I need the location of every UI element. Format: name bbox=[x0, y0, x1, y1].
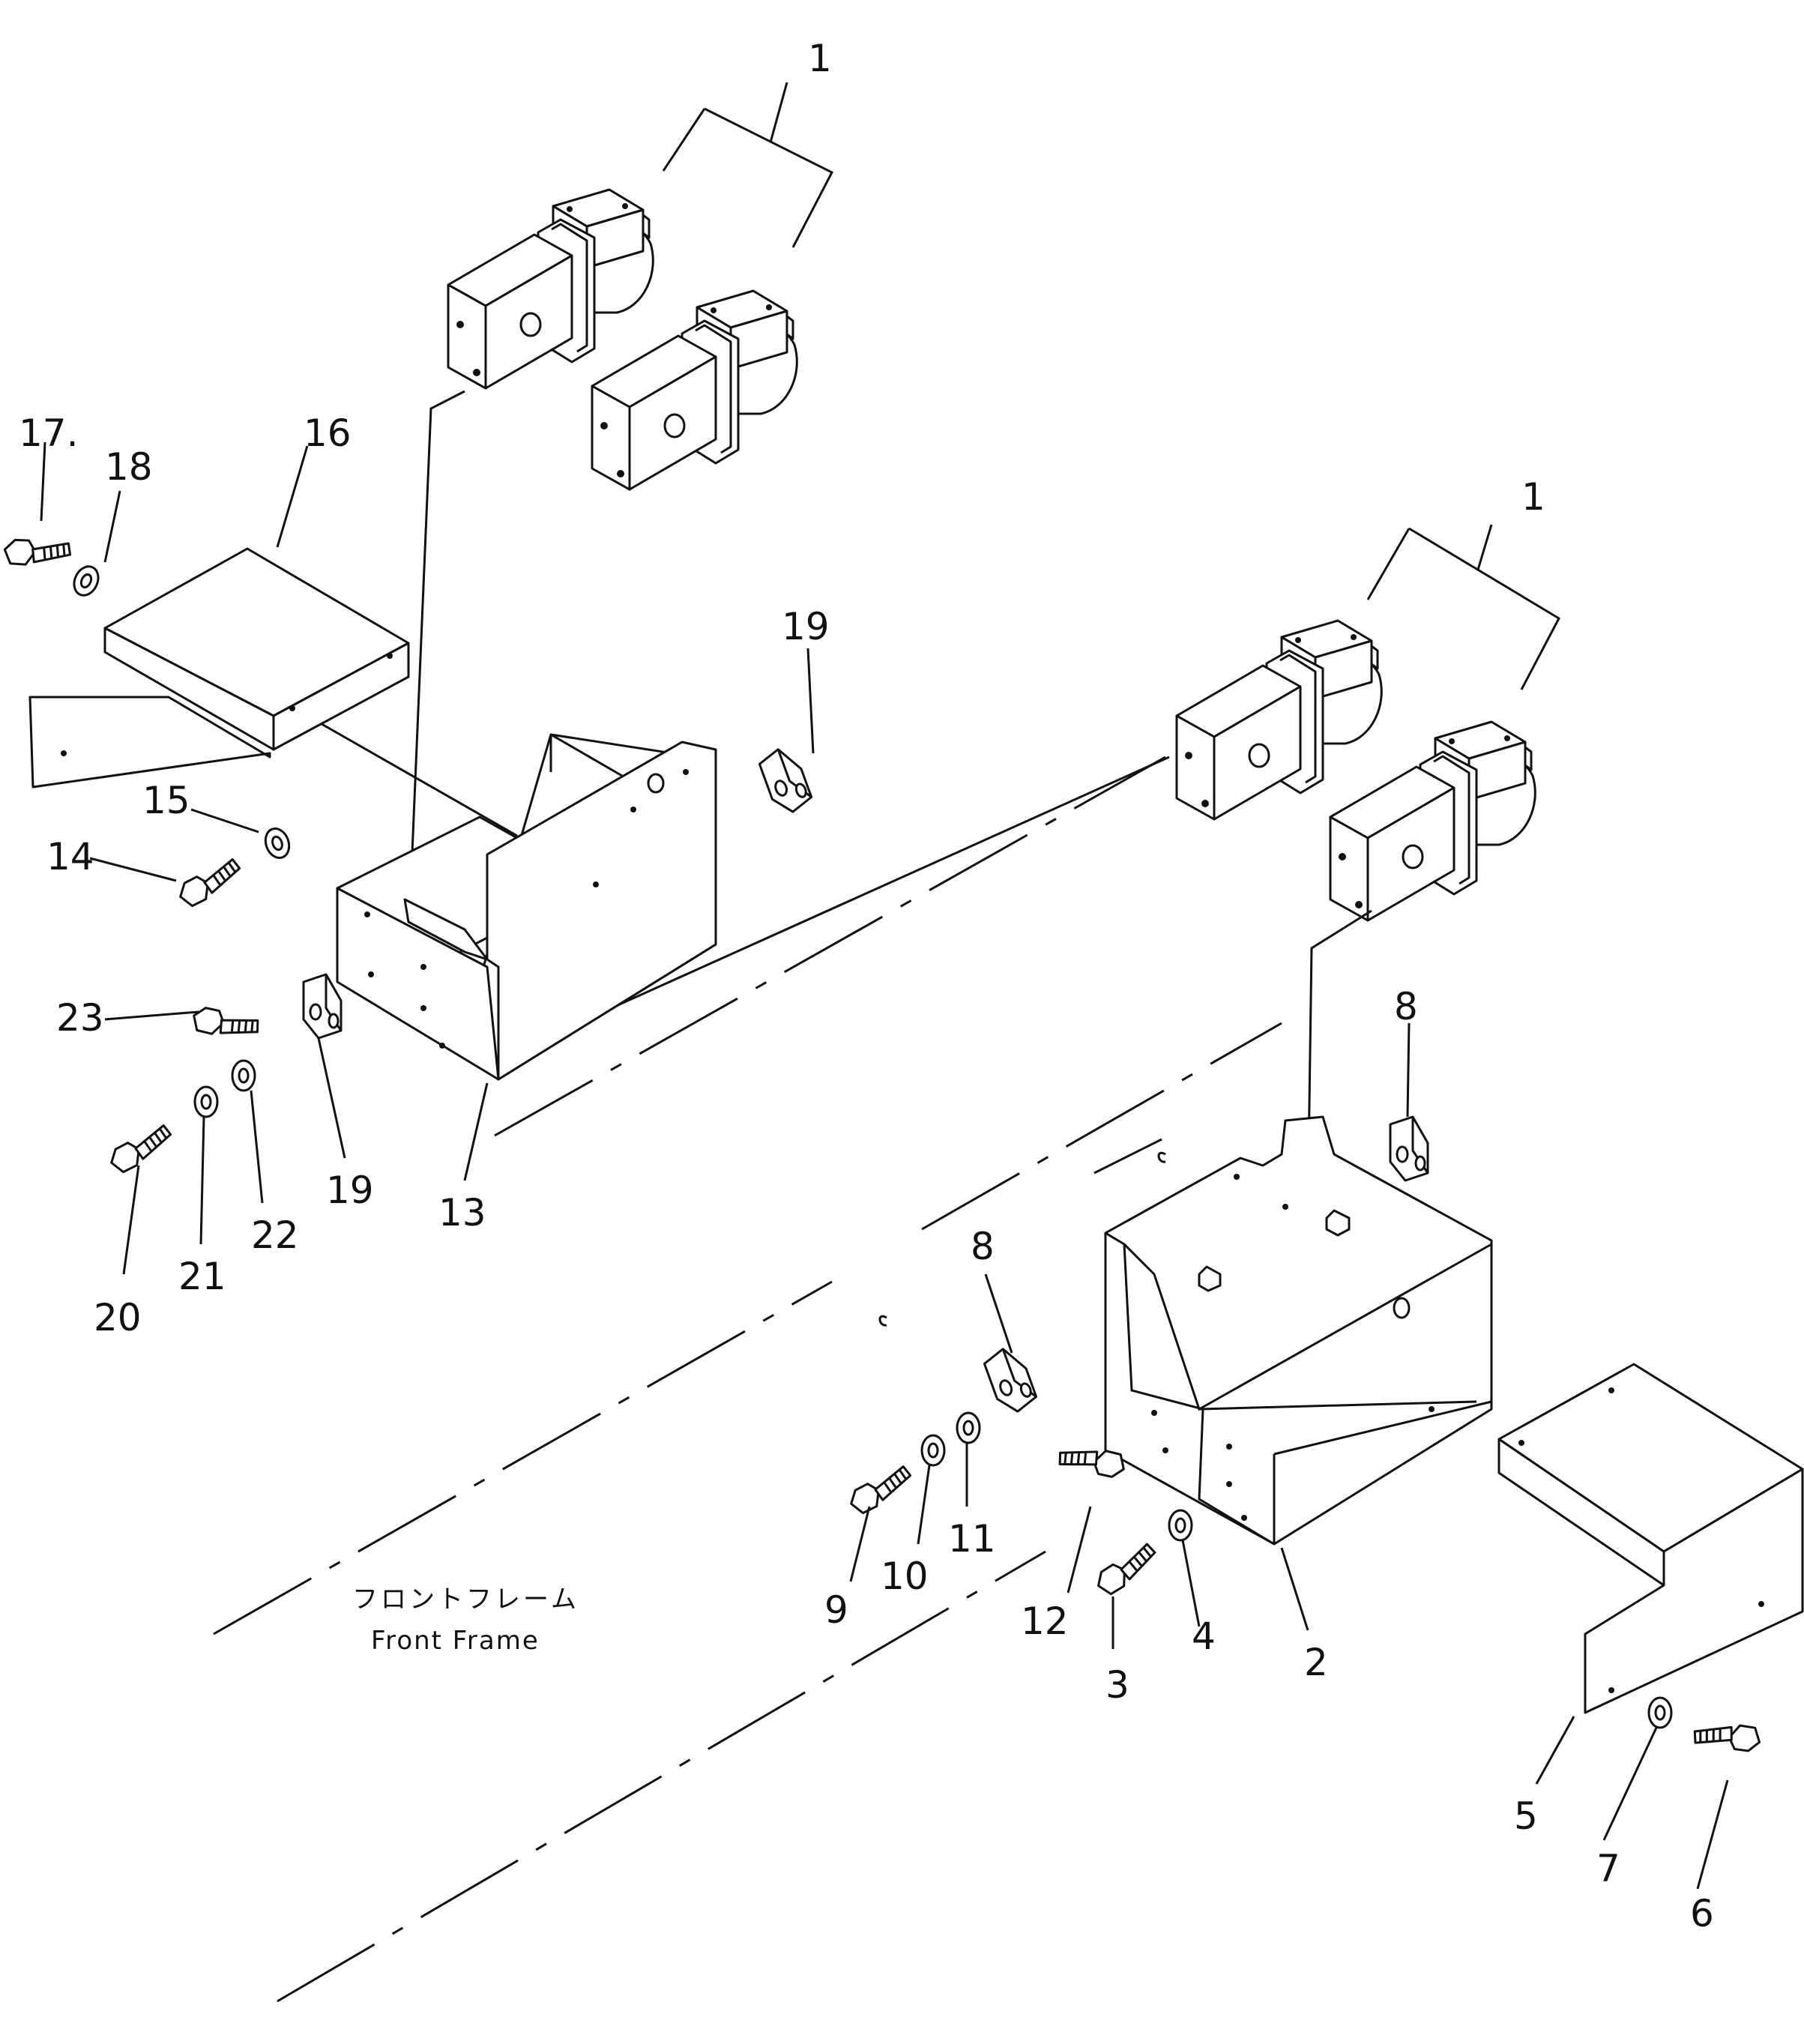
callout-1-upper: 1 bbox=[808, 37, 832, 80]
callout-8-right: 8 bbox=[1394, 985, 1418, 1028]
callout-1-right: 1 bbox=[1521, 475, 1545, 519]
valve-bracket-13 bbox=[336, 733, 717, 1081]
bolt-6 bbox=[1689, 1707, 1765, 1765]
callout-12: 12 bbox=[1021, 1600, 1069, 1643]
callout-8-left: 8 bbox=[971, 1225, 995, 1268]
solenoid-valve-right-a bbox=[1175, 619, 1383, 821]
bolt-17 bbox=[0, 526, 74, 579]
callout-21: 21 bbox=[178, 1255, 226, 1298]
callout-19-lower: 19 bbox=[326, 1169, 374, 1212]
washer-7 bbox=[1647, 1696, 1673, 1729]
callout-17: 17. bbox=[19, 411, 79, 455]
solenoid-valve-right-b bbox=[1329, 720, 1536, 922]
cover-plate-5 bbox=[1497, 1363, 1804, 1714]
washer-11 bbox=[956, 1411, 981, 1444]
small-ring-mark-2 bbox=[1157, 1151, 1166, 1163]
callout-18: 18 bbox=[105, 445, 153, 489]
front-frame-label-en: Front Frame bbox=[371, 1626, 540, 1656]
washer-21 bbox=[193, 1085, 219, 1118]
callout-11: 11 bbox=[948, 1517, 996, 1561]
washer-22 bbox=[231, 1059, 256, 1092]
callout-7: 7 bbox=[1596, 1847, 1620, 1890]
front-frame-line-1 bbox=[213, 1280, 833, 1635]
washer-10 bbox=[920, 1434, 946, 1467]
washer-18 bbox=[68, 561, 104, 600]
callout-10: 10 bbox=[881, 1555, 929, 1598]
callout-leaders bbox=[40, 82, 1729, 1890]
callout-6: 6 bbox=[1690, 1892, 1714, 1935]
leader-16-to-13 bbox=[307, 714, 518, 837]
washer-15 bbox=[260, 824, 295, 863]
bolt-20 bbox=[104, 1123, 178, 1176]
solenoid-valve-upper-left-b bbox=[591, 289, 798, 491]
callout-23: 23 bbox=[56, 996, 104, 1040]
callout-3: 3 bbox=[1105, 1663, 1129, 1707]
callout-22: 22 bbox=[251, 1214, 299, 1257]
bolt-9 bbox=[844, 1464, 918, 1517]
callout-16: 16 bbox=[304, 411, 352, 455]
solenoid-valve-upper-left-a bbox=[447, 188, 654, 390]
bolt-14 bbox=[173, 857, 247, 910]
bracket-19-upper bbox=[755, 743, 815, 818]
front-frame-line-4 bbox=[494, 756, 1166, 1137]
valve-bracket-2 bbox=[1104, 1115, 1493, 1546]
bolt-23 bbox=[187, 994, 263, 1055]
leader-valve-to-bracket-13 bbox=[409, 390, 465, 889]
cover-plate-16 bbox=[28, 547, 410, 789]
callout-14: 14 bbox=[46, 835, 94, 878]
front-frame-line-2 bbox=[921, 1022, 1282, 1231]
callout-2: 2 bbox=[1304, 1641, 1328, 1684]
callout-4: 4 bbox=[1192, 1615, 1216, 1658]
front-frame-line-5 bbox=[1093, 1138, 1162, 1175]
small-ring-mark-1 bbox=[878, 1315, 887, 1327]
callout-5: 5 bbox=[1514, 1794, 1538, 1838]
callout-20: 20 bbox=[94, 1296, 142, 1339]
bracket-8-right bbox=[1389, 1115, 1429, 1182]
callout-19-upper: 19 bbox=[782, 605, 830, 648]
washer-4 bbox=[1168, 1509, 1193, 1542]
front-frame-line-3 bbox=[277, 1550, 1046, 2003]
bracket-8-left bbox=[980, 1342, 1040, 1418]
front-frame-label-jp: フロントフレーム bbox=[352, 1585, 579, 1615]
callout-13: 13 bbox=[438, 1191, 486, 1234]
bolt-3 bbox=[1089, 1541, 1165, 1599]
callout-9: 9 bbox=[824, 1588, 848, 1632]
bracket-19-lower bbox=[302, 973, 343, 1040]
callout-15: 15 bbox=[142, 779, 190, 822]
